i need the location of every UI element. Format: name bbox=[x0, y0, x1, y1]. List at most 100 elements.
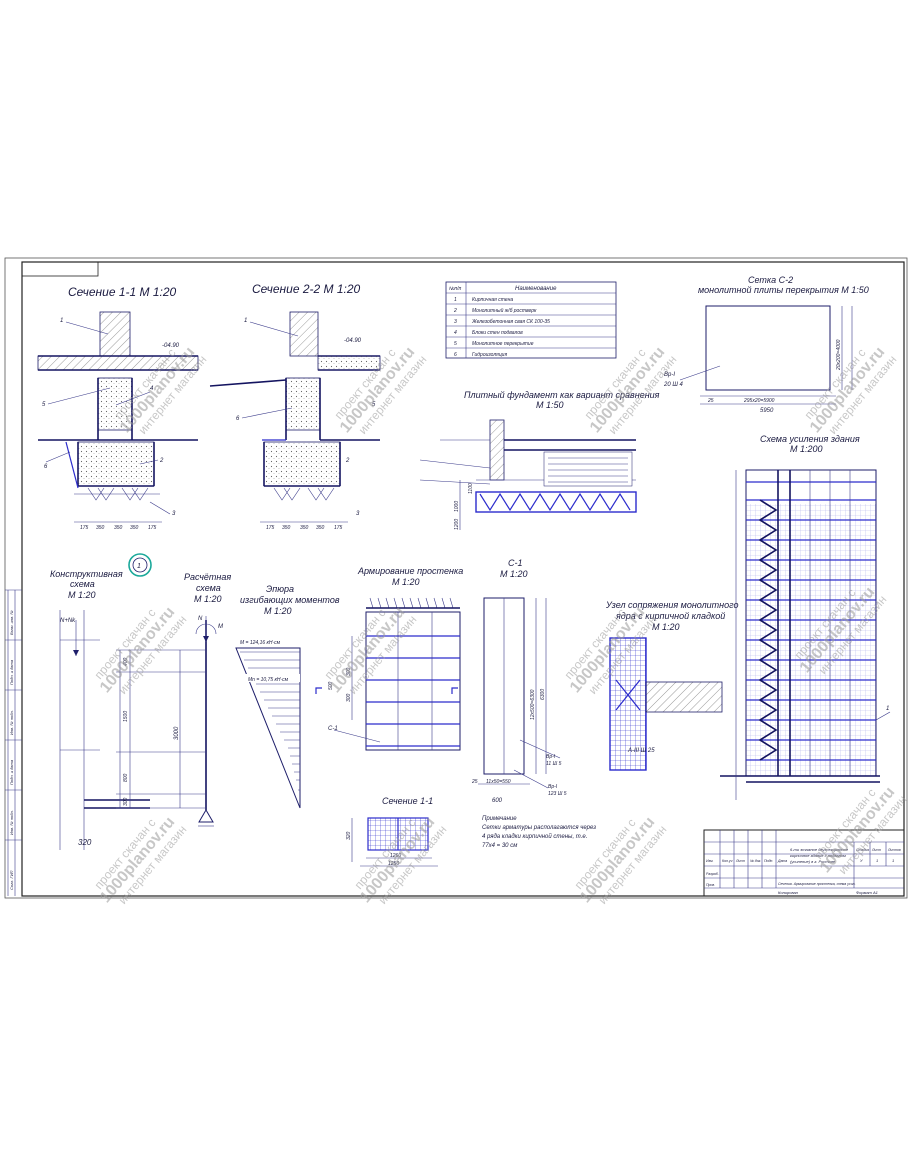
calc-subtitle: схема bbox=[196, 583, 221, 593]
reinforce-dim-3: 300 bbox=[346, 693, 352, 702]
c1-dim-v: 12х500=6300 bbox=[530, 689, 536, 720]
legend-row-3-name: Железобетонная свая СК 100-35 bbox=[471, 319, 550, 325]
calc-title: Расчётная bbox=[184, 572, 231, 582]
legend-col-name: Наименование bbox=[515, 286, 557, 292]
reinforce-mesh: С-1 bbox=[328, 726, 338, 732]
legend-row-4-n: 4 bbox=[454, 330, 457, 336]
stamp-sheet-title: Сечения. Армирование простенка, схема ус… bbox=[778, 882, 856, 886]
legend-row-5-name: Монолитное перекрытие bbox=[472, 341, 534, 347]
calc-total: 3000 bbox=[174, 726, 180, 740]
c1-bar2b: 123 Ш 5 bbox=[548, 791, 567, 797]
plate-dim-1: 1100 bbox=[468, 483, 474, 494]
stamp-copied: Копировал bbox=[778, 890, 799, 895]
note-l3: 4 ряда кладки кирпичной стены, т.е. bbox=[482, 833, 587, 840]
section-1-1: Сечение 1-1 М 1:20 175 350 350 350 175 1… bbox=[37, 285, 199, 531]
moments-scale: М 1:20 bbox=[264, 606, 292, 616]
stamp-title-2: кирпичное здание с подвалом bbox=[790, 853, 846, 858]
calc-dim-3: 800 bbox=[123, 773, 129, 782]
legend-row-2-name: Монолитный ж/б ростверк bbox=[472, 307, 537, 314]
structural-circle-num: 1 bbox=[137, 563, 141, 570]
stamp-row-5: Подп. bbox=[764, 859, 773, 863]
stamp-title-3: (усиление) в г. Ростове bbox=[790, 859, 836, 864]
legend-row-3-n: 3 bbox=[454, 319, 457, 325]
margin-field-1: Взам. инв. № bbox=[9, 610, 14, 635]
section-1-1-title: Сечение 1-1 М 1:20 bbox=[68, 285, 177, 299]
mesh-c2-note2: 20 Ш 4 bbox=[663, 382, 684, 388]
reinforce-scale: М 1:20 bbox=[392, 577, 420, 587]
c1-scale: М 1:20 bbox=[500, 569, 528, 579]
note-l2: Сетки арматуры располагаются через bbox=[482, 825, 596, 831]
c1-title: С-1 bbox=[508, 558, 523, 568]
s22-callout-1: 1 bbox=[244, 318, 247, 324]
moments-m2: Мn = 10,75 кН·см bbox=[248, 677, 289, 683]
mesh-c2-note: Вр-I bbox=[664, 372, 675, 378]
legend-row-6-n: 6 bbox=[454, 352, 457, 358]
stamp-row-1: Изм. bbox=[706, 859, 713, 863]
calc-dim-1: 400 bbox=[123, 657, 129, 666]
structural-scale: М 1:20 bbox=[68, 590, 96, 600]
stamp-sheets: Листов bbox=[887, 848, 901, 852]
small-dim-320: 320 bbox=[346, 831, 352, 840]
outer-frame bbox=[4, 257, 908, 899]
plate-dim-3: 1200 bbox=[454, 519, 460, 530]
s11-dim-1: 175 bbox=[80, 525, 89, 531]
s22-dim-3: 350 bbox=[300, 525, 309, 531]
stamp-row-6: Дата bbox=[777, 859, 787, 863]
s11-callout-5: 5 bbox=[42, 402, 46, 408]
note-l4: 77х4 = 30 см bbox=[482, 843, 517, 849]
stamp-left-2: Пров. bbox=[706, 883, 715, 887]
section-2-2-title: Сечение 2-2 М 1:20 bbox=[252, 282, 361, 296]
c1-dim-tot: 6300 bbox=[540, 689, 546, 700]
s22-callout-6: 6 bbox=[236, 416, 240, 422]
calc-scheme: Расчётная схема М 1:20 N M 400 1500 800 … bbox=[116, 572, 231, 827]
structural-subtitle: схема bbox=[70, 579, 95, 589]
s11-dim-4: 350 bbox=[130, 525, 139, 531]
left-margin-fields: Взам. инв. № Подп. и дата Инв. № подл. П… bbox=[5, 589, 22, 896]
stamp-format: Формат А1 bbox=[856, 890, 878, 895]
calc-dim-4: 300 bbox=[123, 797, 129, 806]
building-scheme: Схема усиления здания М 1:200 1 bbox=[720, 434, 891, 800]
c1-bar1b: 11 Ш 5 bbox=[546, 761, 562, 767]
s11-callout-1: 1 bbox=[60, 318, 63, 324]
s22-callout-3: 3 bbox=[356, 511, 360, 517]
s11-callout-2: 2 bbox=[159, 458, 164, 464]
section-2-2: Сечение 2-2 М 1:20 175 350 350 350 175 1… bbox=[209, 282, 381, 531]
s22-mark: -04.90 bbox=[344, 338, 362, 344]
node-rebar: А-III Ш 25 bbox=[627, 748, 655, 754]
section-1-1-small: Сечение 1-1 320 1260 1250 bbox=[346, 796, 438, 867]
plate-title: Плитный фундамент как вариант сравнения bbox=[464, 390, 660, 400]
stamp-row-4: № док. bbox=[750, 859, 761, 863]
s11-dim-2: 350 bbox=[96, 525, 105, 531]
calc-dim-2: 1500 bbox=[123, 711, 129, 722]
structural-load: N+Nk bbox=[60, 618, 76, 624]
c1-dim-b: 11х50=550 bbox=[486, 779, 511, 785]
small-dim-1250: 1250 bbox=[388, 861, 399, 867]
moments-subtitle: изгибающих моментов bbox=[240, 595, 340, 605]
s11-callout-4: 4 bbox=[150, 386, 154, 392]
calc-load: N bbox=[198, 616, 203, 622]
legend-col-num: №п/п bbox=[449, 286, 462, 292]
building-callout: 1 bbox=[886, 706, 889, 712]
node-scale: М 1:20 bbox=[652, 622, 680, 632]
legend-row-4-name: Блоки стен подвалов bbox=[472, 330, 523, 336]
stamp-row-2: Кол.уч bbox=[722, 859, 733, 863]
legend-row-5-n: 5 bbox=[454, 341, 457, 347]
reinforce-dim-2: 300 bbox=[346, 667, 352, 676]
s22-callout-5: 5 bbox=[372, 402, 376, 408]
note-block: Примечание Сетки арматуры располагаются … bbox=[482, 816, 596, 849]
stamp-stage: Стадия bbox=[856, 848, 869, 852]
c1-dim-25: 25 bbox=[471, 779, 478, 785]
plate-foundation: Плитный фундамент как вариант сравнения … bbox=[419, 390, 660, 530]
structural-scheme: Конструктивная схема М 1:20 1 N+Nk 320 bbox=[50, 553, 152, 850]
stamp-stage-v: У bbox=[860, 858, 863, 863]
s22-callout-2: 2 bbox=[345, 458, 350, 464]
s11-callout-3: 3 bbox=[172, 511, 176, 517]
s22-dim-4: 350 bbox=[316, 525, 325, 531]
building-subtitle: М 1:200 bbox=[790, 444, 823, 454]
mesh-c2: Сетка С-2 монолитной плиты перекрытия М … bbox=[663, 275, 869, 414]
note-l1: Примечание bbox=[482, 816, 517, 822]
stamp-row-3: Лист bbox=[735, 859, 745, 863]
s11-dim-3: 350 bbox=[114, 525, 123, 531]
stamp-title-1: 6-ти этажное двухсекционное bbox=[790, 847, 849, 852]
